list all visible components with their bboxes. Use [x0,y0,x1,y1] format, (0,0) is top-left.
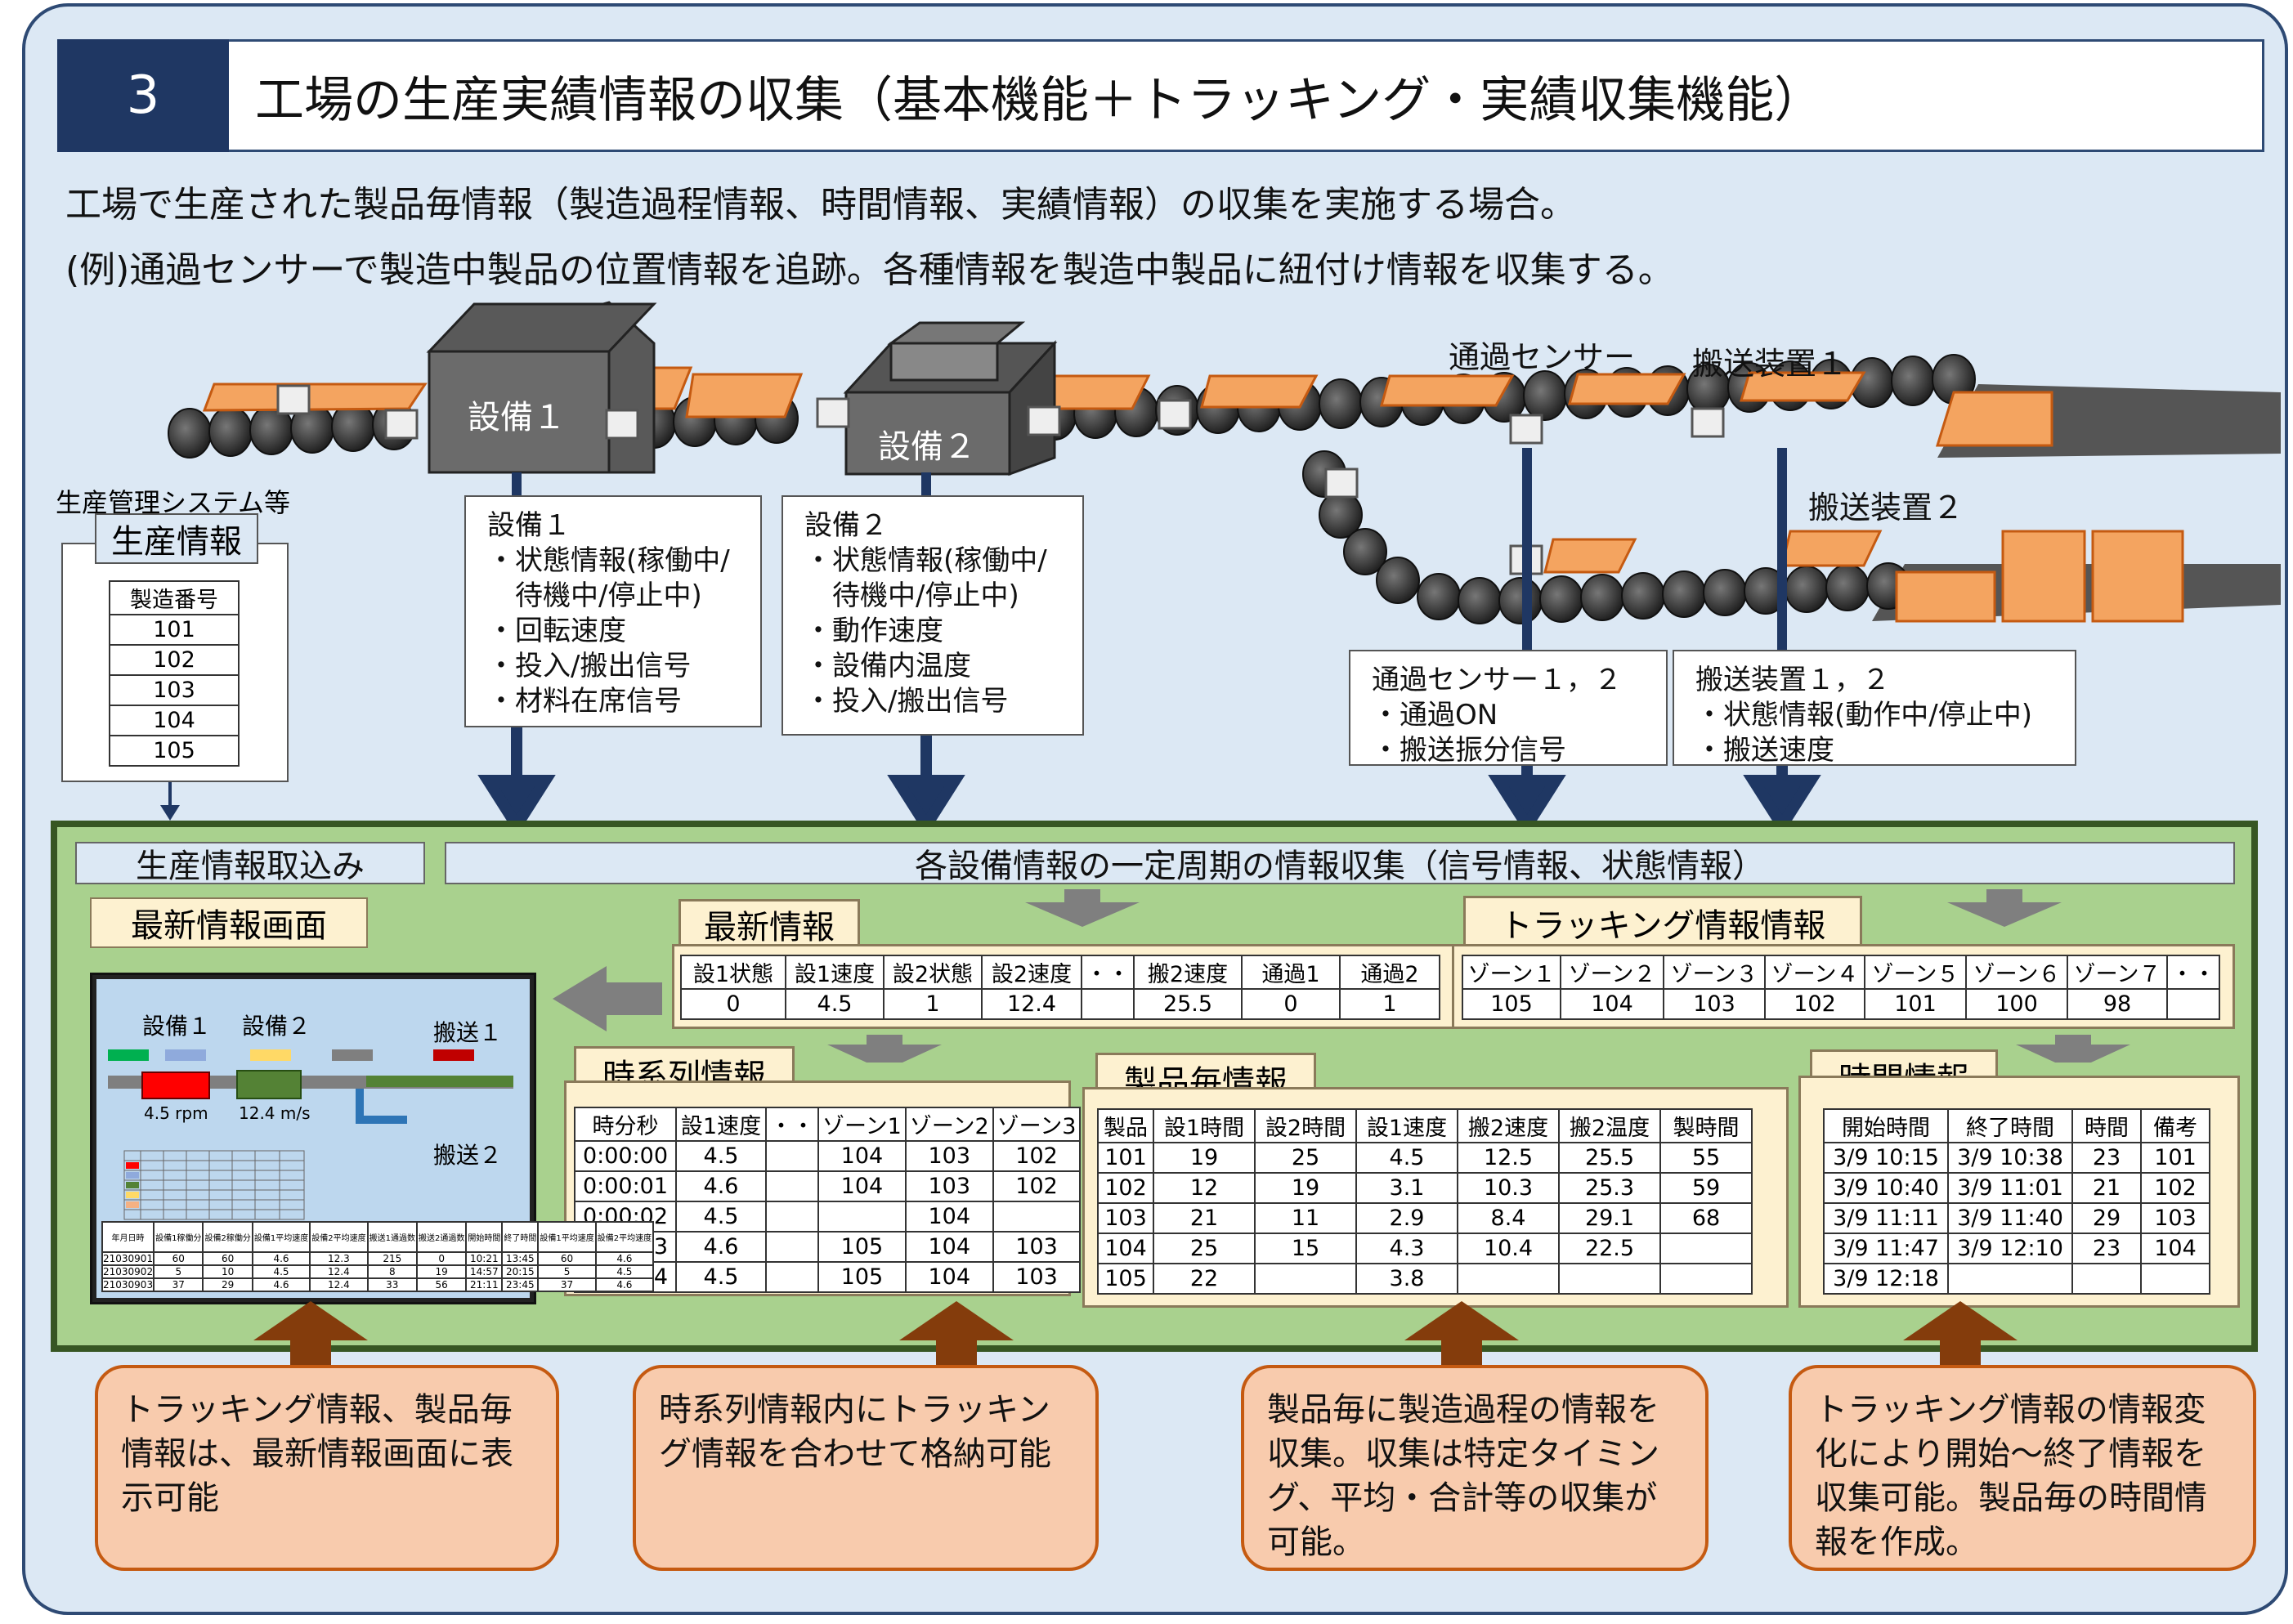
production-system-caption: 生産管理システム等 [56,487,291,518]
sensor-blocks [276,384,1725,575]
production-info-title: 生産情報 [95,513,258,564]
screen-equip1-label: 設備１ [142,1013,212,1040]
note-timeseries: 時系列情報内にトラッキング情報を合わせて格納可能 [633,1365,1099,1571]
screen-line-graphic [108,1049,513,1220]
convey-info-box: 搬送装置１，２・状態情報(動作中/停止中)・搬送速度 [1673,650,2076,767]
note-time-info: トラッキング情報の情報変化により開始～終了情報を収集可能。製品毎の時間情報を作成… [1789,1365,2256,1571]
screen-convey2-label: 搬送２ [433,1142,503,1169]
signal-lines [512,448,1787,650]
sensor-info-box: 通過センサー１，２・通過ON・搬送振分信号 [1349,650,1668,767]
production-number-cell: 104 [109,705,240,736]
equipment-1-machine [426,301,657,474]
note-product: 製品毎に製造過程の情報を収集。収集は特定タイミング、平均・合計等の収集が可能。 [1241,1365,1709,1571]
tracking-info-title: トラッキング情報情報 [1463,896,1862,946]
convey2-label: 搬送装置２ [1808,490,1964,526]
latest-info-title: 最新情報 [678,899,860,946]
screen-convey1-label: 搬送１ [433,1019,503,1046]
intro-line-1: 工場で生産された製品毎情報（製造過程情報、時間情報、実績情報）の収集を実施する場… [65,184,1576,226]
equip1-info-box: 設備１・状態情報(稼働中/ 待機中/停止中)・回転速度・投入/搬出信号・材料在席… [464,495,762,727]
production-number-header: 製造番号 [109,580,240,615]
screen-equip2-label: 設備２ [242,1013,311,1040]
production-number-cell: 103 [109,674,240,706]
gray-arrows [553,889,2130,1063]
production-number-cell: 101 [109,614,240,646]
import-label: 生産情報取込み [75,842,425,885]
equip2-info-box: 設備２・状態情報(稼働中/ 待機中/停止中)・動作速度・設備内温度・投入/搬出信… [782,495,1084,736]
table-row: 3/9 12:18 [1823,1263,2210,1295]
cycle-label: 各設備情報の一定周期の情報収集（信号情報、状態情報） [445,842,2235,885]
navy-arrows [160,727,1821,837]
product-pieces [202,366,2184,623]
convey1-label: 搬送装置１ [1692,346,1848,382]
section-number: 3 [57,39,229,152]
screen-rpm: 4.5 rpm [144,1103,208,1123]
equip2-label: 設備２ [878,428,976,466]
mini-table [123,1150,305,1220]
sensor-label: 通過センサー [1449,339,1636,375]
production-number-cell: 105 [109,735,240,767]
screen-summary-table: 年月日時設備1稼働分設備2稼働分設備1平均速度設備2平均速度搬送1通過数搬送2通… [101,1221,655,1292]
intro-line-2: (例)通過センサーで製造中製品の位置情報を追跡。各種情報を製造中製品に紐付け情報… [65,249,1674,291]
note-latest-screen: トラッキング情報、製品毎情報は、最新情報画面に表示可能 [95,1365,559,1571]
production-number-cell: 102 [109,644,240,676]
section-title: 工場の生産実績情報の収集（基本機能＋トラッキング・実績収集機能） [229,39,2264,152]
equip1-label: 設備１ [468,399,566,436]
screen-label: 最新情報画面 [90,897,368,948]
equipment-2-machine [843,321,1058,476]
production-number-table: 製造番号 101 102 103 104 105 [109,580,240,767]
screen-ms: 12.4 m/s [239,1103,311,1123]
brown-up-arrows [253,1301,2018,1371]
production-line-illustration [168,301,2281,650]
